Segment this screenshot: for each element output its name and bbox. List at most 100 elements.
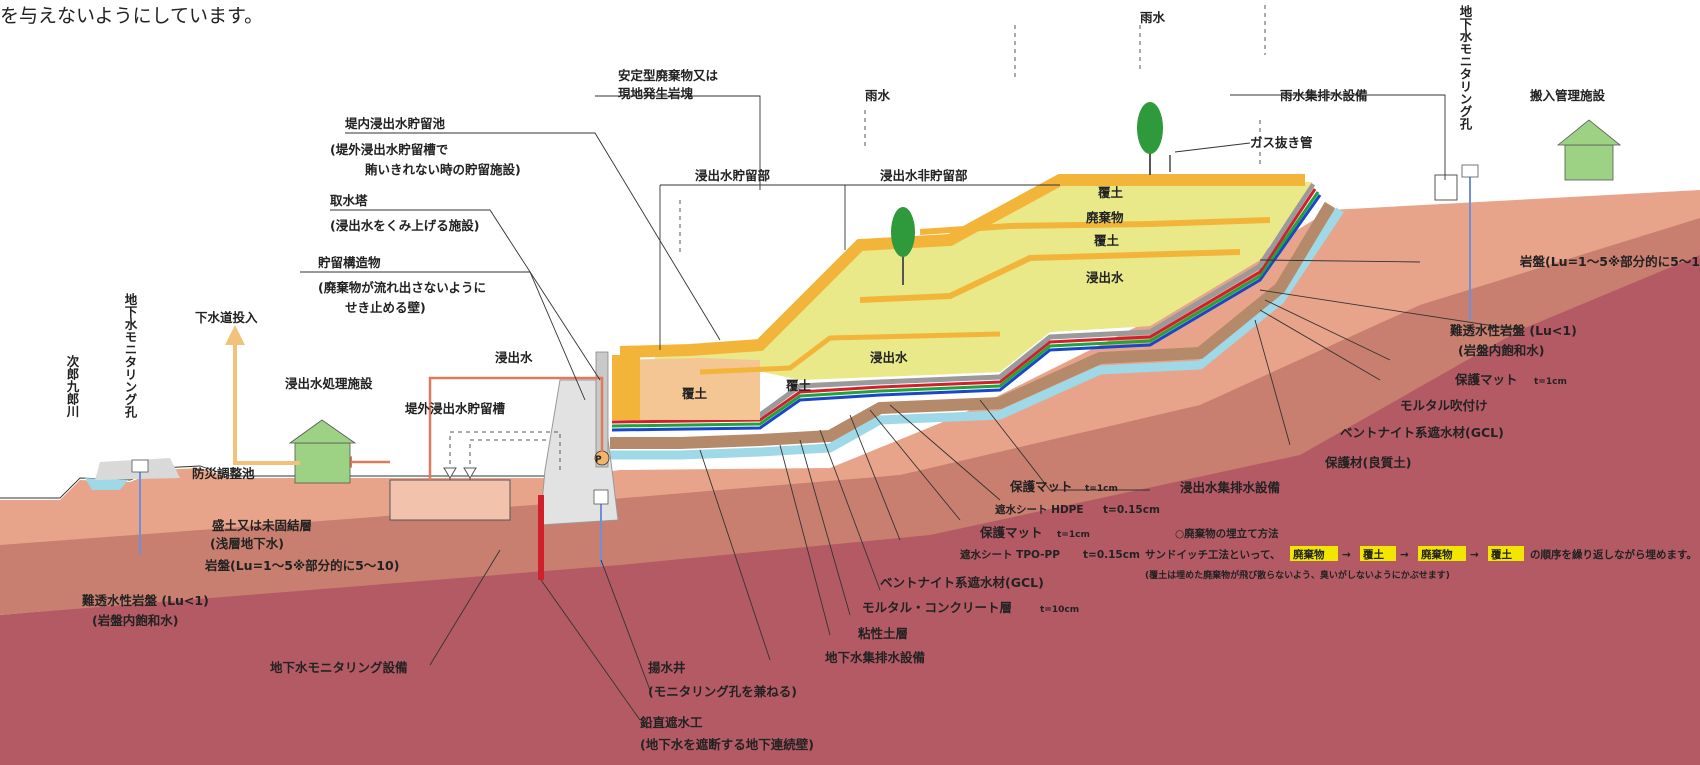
carry-in-facility-roof [1556,119,1622,146]
method-note-detail: (覆土は埋めた廃棄物が飛び散らないよう、臭いがしないようにかぶせます) [1145,569,1450,581]
monitoring-equipment-label: 地下水モニタリング設備 [270,660,408,675]
method-note-prefix: サンドイッチ工法といって、 [1145,548,1280,561]
protect-soil-label: 保護材(良質土) [1324,455,1411,470]
bentonite-bottom-label: ベントナイト系遮水材(GCL) [880,575,1044,590]
sewer-up-arrow-icon [225,325,245,345]
vertical-barrier-label: 鉛直遮水工 [639,715,703,730]
monitoring-well-left-head [131,459,149,473]
groundwater-drain-layer [610,207,1344,460]
leader-lines [300,94,1530,721]
impermeable-rock-layer [0,240,1700,765]
protect-mat-2-label: 保護マット [979,525,1043,540]
rain-collection-channel [1434,174,1458,201]
sewer-pipe [233,340,300,465]
mortar-spray-label: モルタル吹付け [1400,398,1488,413]
seq-highlight [1418,546,1466,561]
cover-soil-label: 覆土 [1097,185,1124,200]
liner-green [611,191,1320,428]
cover-soil-top [619,174,1305,358]
impermeable-rock-left-sub: (岩盤内飽和水) [92,613,178,628]
bedrock-left-label: 岩盤(Lu=1～5※部分的に5～10) [204,558,399,573]
retaining-label: 貯留構造物 [318,255,381,270]
non-storage-part-label: 浸出水非貯留部 [880,168,968,183]
retaining-sub: せき止める壁) [345,300,426,315]
seq-highlight [1290,546,1338,561]
pump-well-head [593,489,609,505]
monitoring-well-right-head [1461,164,1479,178]
intake-tower-label: 取水塔 [330,193,368,208]
overflow-pipe [449,431,561,480]
down-arrow-icon-1 [443,467,457,479]
storage-zone-fill [612,358,760,420]
cover-soil-4 [699,331,1001,375]
sheet-hdpe-t: t=0.15cm [1103,504,1160,516]
sheet-tpo-t: t=0.15cm [1083,549,1140,561]
inner-pond-label: 堤内浸出水貯留池 [345,116,446,131]
stable-waste-label: 安定型廃棄物又は [618,68,719,83]
leachate-pipe [428,376,604,480]
fill-soil-label: 盛土又は未固結層 [212,518,312,533]
intro-text: を与えないようにしています。 [0,5,263,27]
pump-well-label: 揚水井 [648,660,686,675]
stable-waste-label: 現地発生岩塊 [618,86,694,101]
intake-tower-sub: (浸出水をくみ上げる施設) [330,218,479,233]
method-note-suffix: の順序を繰り返しながら埋めます。 [1530,548,1697,561]
inner-pond-sub: (堤外浸出水貯留槽で [330,142,448,157]
waste-label: 廃棄物 [1086,210,1124,225]
mortar-concrete-label: モルタル・コンクリート層 [862,600,1012,615]
seq-highlight [1360,546,1396,561]
leachate-collection-label: 浸出水集排水設備 [1180,480,1281,495]
river-label: 次郎九郎川 [65,354,80,418]
leachate-label: 浸出水 [870,350,908,365]
method-seq-item: 覆土 [1491,548,1513,561]
monitoring-well-right-label: 地下水モニタリング孔 [1458,4,1473,131]
method-seq-item: 廃棄物 [1421,548,1453,561]
rain-label: 雨水 [865,88,891,103]
method-seq-arrow: → [1400,549,1409,561]
outer-leachate-tank [389,479,511,521]
cover-soil-2 [859,249,1241,303]
storage-part-label: 浸出水貯留部 [695,168,771,183]
cover-soil-left [612,355,640,420]
protect-mat-1-t: t=1cm [1085,484,1118,494]
treatment-facility-roof [288,419,357,444]
carry-in-label: 搬入管理施設 [1530,88,1606,103]
cover-soil-label: 覆土 [1093,233,1120,248]
rain-collection-label: 雨水集排水設備 [1280,88,1368,103]
clay-layer-label: 粘性土層 [858,626,908,641]
leachate-pipe-label: 浸出水 [495,350,533,365]
liner-blue [611,194,1322,432]
sheet-tpo-label: 遮水シート TPO-PP [960,548,1060,561]
cover-soil-label: 覆土 [681,386,708,401]
method-note-title: ○廃棄物の埋立て方法 [1175,527,1279,540]
protect-mat-2-t: t=1cm [1057,530,1090,540]
method-seq-item: 覆土 [1363,548,1385,561]
disaster-pond-label: 防災調整池 [192,466,255,481]
outer-tank-label: 堤外浸出水貯留槽 [405,401,506,416]
impermeable-rock-right-label: 難透水性岩盤 (Lu<1) [1450,323,1577,338]
method-seq-arrow: → [1342,549,1351,561]
intake-pump-symbol: P [595,455,602,465]
disaster-pond-water [85,478,128,490]
retaining-sub: (廃棄物が流れ出さないように [318,280,486,295]
protect-mat-right-t: t=1cm [1534,377,1567,387]
sheet-hdpe-label: 遮水シート HDPE [995,503,1084,516]
impermeable-rock-left-label: 難透水性岩盤 (Lu<1) [82,593,209,608]
rain-label: 雨水 [1140,10,1166,25]
groundwater-drain-label: 地下水集排水設備 [825,650,926,665]
cover-soil-3 [919,217,1271,235]
vertical-barrier-wall [538,495,544,580]
treatment-facility-label: 浸出水処理施設 [285,376,373,391]
bedrock-right-label: 岩盤(Lu=1～5※部分的に5～10) [1519,254,1700,269]
method-seq-arrow: → [1470,549,1479,561]
mortar-concrete-layer [610,201,1336,449]
impermeable-rock-right-sub: (岩盤内飽和水) [1458,343,1544,358]
monitoring-well-left-label: 地下水モニタリング孔 [123,292,138,419]
protect-mat-right-label: 保護マット [1454,372,1518,387]
seq-highlight [1488,546,1524,561]
pump-well-sub: (モニタリング孔を兼ねる) [648,684,797,699]
gas-pipe-label: ガス抜き管 [1250,135,1313,150]
leachate-label: 浸出水 [1086,270,1124,285]
fill-soil-sub: (浅層地下水) [210,536,284,551]
rain-arrows [679,5,1266,255]
